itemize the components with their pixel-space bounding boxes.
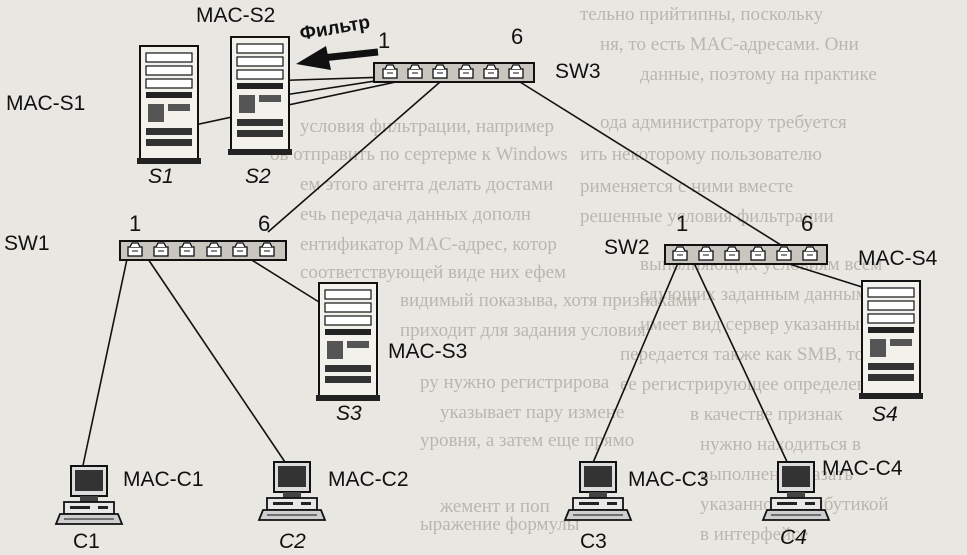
background-text-line: ентификатор MAC-адрес, котор bbox=[300, 234, 557, 255]
sw3-port-1-number: 1 bbox=[378, 28, 390, 53]
background-text-line: соответствующей виде них ефем bbox=[300, 262, 566, 283]
label-c3: C3 bbox=[580, 530, 607, 553]
label-filter: Фильтр bbox=[298, 12, 371, 45]
background-text-line: в качестве признак bbox=[690, 404, 844, 425]
label-mac-c1: MAC-C1 bbox=[123, 468, 204, 491]
label-mac-c3: MAC-C3 bbox=[628, 468, 709, 491]
cable-sw1-s3 bbox=[249, 258, 328, 308]
cable-sw2-s4 bbox=[785, 262, 863, 288]
pc-c3 bbox=[564, 461, 632, 521]
switch-sw2 bbox=[664, 244, 828, 265]
background-text-line: ечь передача данных дополн bbox=[300, 204, 531, 225]
cable-sw2-c4 bbox=[693, 262, 790, 467]
background-text-line: ее регистрирующее определение bbox=[620, 374, 885, 395]
background-text-line: тельно прийтипны, поскольку bbox=[580, 4, 824, 25]
background-text-line: жемент и поп bbox=[439, 496, 550, 517]
server-s4 bbox=[858, 280, 924, 400]
background-text-line: решенные условия фильтрации bbox=[580, 206, 834, 227]
server-s2 bbox=[227, 36, 293, 156]
label-mac-c2: MAC-C2 bbox=[328, 468, 409, 491]
switch-sw1 bbox=[119, 240, 287, 261]
switch-sw3 bbox=[373, 62, 535, 83]
background-text-line: приходит для задания условия bbox=[400, 320, 646, 341]
background-text-line: видимый показыва, хотя признаками bbox=[400, 290, 698, 311]
background-text-line: данные, поэтому на практике bbox=[640, 64, 877, 85]
cable-sw2-c3 bbox=[591, 262, 679, 466]
sw1-port-6-number: 6 bbox=[258, 211, 270, 236]
label-s3: S3 bbox=[336, 402, 362, 425]
cable-sw1-c1 bbox=[81, 258, 128, 471]
label-mac-s4: MAC-S4 bbox=[858, 247, 938, 270]
background-text-line: указывает пару измене bbox=[440, 402, 624, 423]
label-sw3: SW3 bbox=[555, 60, 601, 83]
background-text-line: ыражение формулы bbox=[420, 514, 580, 535]
label-c4: C4 bbox=[780, 526, 807, 549]
sw3-port-6-number: 6 bbox=[511, 24, 523, 49]
cables bbox=[81, 76, 863, 471]
background-text-line: передается также как SMB, то есть bbox=[620, 344, 903, 365]
pc-c2 bbox=[258, 461, 326, 521]
label-mac-c4: MAC-C4 bbox=[822, 457, 903, 480]
filter-arrow bbox=[296, 46, 379, 70]
pc-c1 bbox=[55, 465, 123, 525]
background-text-line: условия фильтрации, например bbox=[300, 116, 554, 137]
label-mac-s2: MAC-S2 bbox=[196, 4, 275, 27]
background-text-line: ода администратору требуется bbox=[600, 112, 847, 133]
label-sw1: SW1 bbox=[4, 232, 50, 255]
sw2-port-6-number: 6 bbox=[801, 211, 813, 236]
label-mac-s1: MAC-S1 bbox=[6, 92, 85, 115]
label-c1: C1 bbox=[73, 530, 100, 553]
label-s2: S2 bbox=[245, 165, 271, 188]
background-text-line: имеет вид сервер указанный bbox=[640, 314, 870, 335]
background-text-line: оказать в bbox=[740, 549, 813, 555]
cable-sw3-sw2 bbox=[519, 81, 806, 261]
server-s3 bbox=[315, 282, 381, 402]
background-text-line: в интерфейсе bbox=[700, 524, 808, 545]
background-text-line: ов отправить по сертерме к Windows bbox=[270, 144, 568, 165]
label-mac-s3: MAC-S3 bbox=[388, 340, 467, 363]
background-text-line: едующих заданным данным SMB bbox=[640, 284, 913, 305]
cable-sw1-c2 bbox=[147, 258, 288, 466]
label-sw2: SW2 bbox=[604, 236, 650, 259]
label-s1: S1 bbox=[148, 165, 174, 188]
label-c2: C2 bbox=[279, 530, 306, 553]
label-s4: S4 bbox=[872, 403, 898, 426]
background-text-line: уровня, а затем еще прямо bbox=[420, 430, 634, 451]
background-text-line: ня, то есть MAC-адресами. Они bbox=[600, 34, 859, 55]
background-text-line: нужно находиться в bbox=[700, 434, 861, 455]
cable-sw3-sw1 bbox=[267, 81, 441, 233]
sw2-port-1-number: 1 bbox=[676, 211, 688, 236]
background-text-line: ить некоторому пользователю bbox=[580, 144, 822, 165]
background-text-line: ем этого агента делать достами bbox=[300, 174, 553, 195]
sw1-port-1-number: 1 bbox=[129, 211, 141, 236]
server-s1 bbox=[136, 45, 202, 165]
background-text-line: ру нужно регистрирова bbox=[420, 372, 610, 393]
